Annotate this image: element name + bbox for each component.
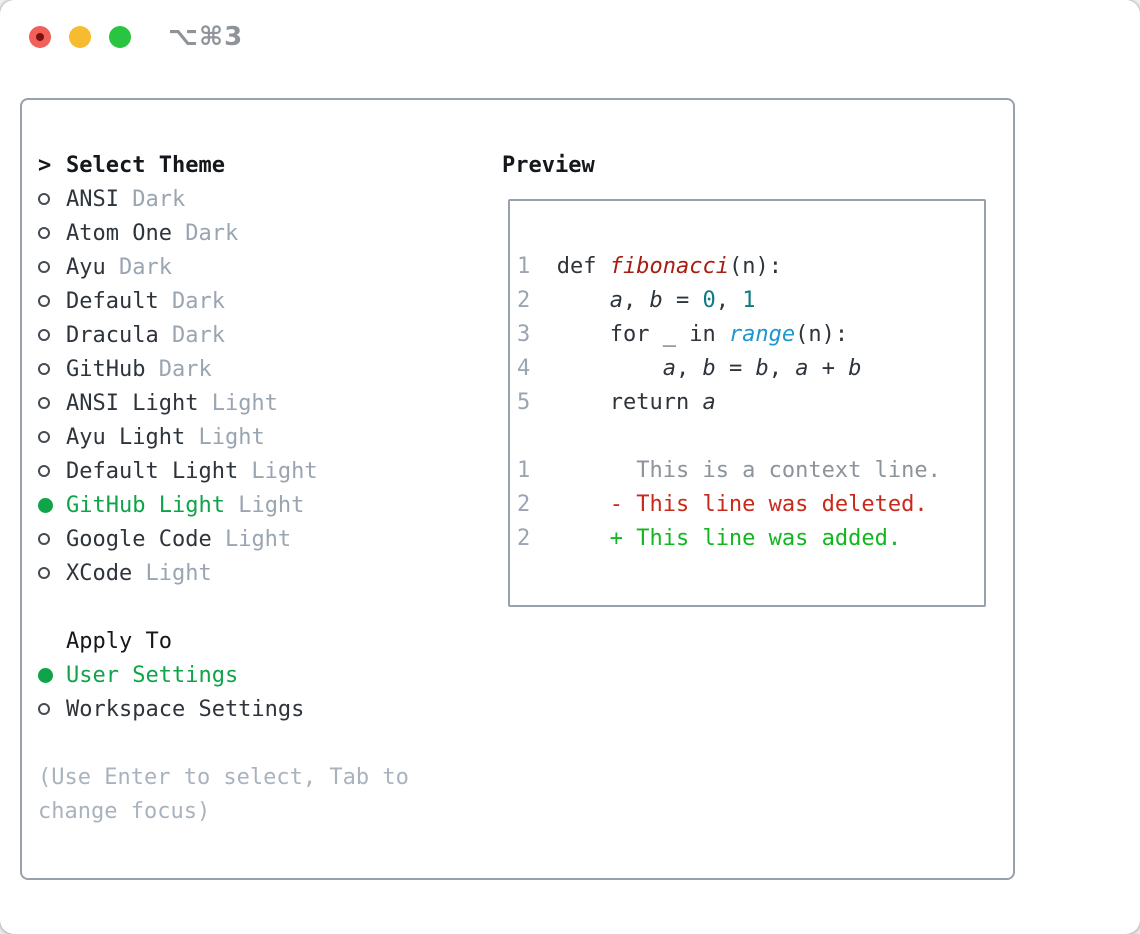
theme-option-ayu-light-light[interactable]: Ayu Light Light (38, 420, 498, 454)
theme-option-dracula-dark[interactable]: Dracula Dark (38, 318, 498, 352)
radio-icon (38, 533, 66, 545)
theme-variant-tag: Light (185, 424, 265, 450)
apply-option-user-settings[interactable]: User Settings (38, 658, 498, 692)
theme-option-ayu-dark[interactable]: Ayu Dark (38, 250, 498, 284)
option-label: User Settings (66, 662, 239, 688)
option-label: XCode (66, 560, 133, 586)
theme-option-atom-one-dark[interactable]: Atom One Dark (38, 216, 498, 250)
option-label: ANSI Light (66, 390, 199, 416)
help-line: (Use Enter to select, Tab to (38, 764, 409, 790)
theme-option-github-light-light[interactable]: GitHub Light Light (38, 488, 498, 522)
select-theme-header: > Select Theme (38, 148, 498, 182)
option-label: Ayu Light (66, 424, 186, 450)
radio-icon (38, 431, 66, 443)
apply-option-workspace-settings[interactable]: Workspace Settings (38, 692, 498, 726)
option-label: GitHub (66, 356, 146, 382)
theme-option-google-code-light[interactable]: Google Code Light (38, 522, 498, 556)
option-label: Workspace Settings (66, 696, 305, 722)
theme-option-ansi-light-light[interactable]: ANSI Light Light (38, 386, 498, 420)
option-label: ANSI (66, 186, 119, 212)
minimize-button[interactable] (69, 26, 91, 48)
option-label: Dracula (66, 322, 159, 348)
close-button[interactable] (29, 26, 51, 48)
option-label: Default (66, 288, 159, 314)
theme-option-ansi-dark[interactable]: ANSI Dark (38, 182, 498, 216)
radio-selected-icon (38, 667, 66, 683)
theme-variant-tag: Light (198, 390, 278, 416)
help-text: (Use Enter to select, Tab to change focus… (38, 760, 498, 828)
preview-code-line (517, 420, 984, 454)
preview-code-line: 1 This is a context line. (517, 458, 941, 483)
radio-icon (38, 295, 66, 307)
spacer-row (38, 726, 498, 760)
radio-icon (38, 329, 66, 341)
theme-variant-tag: Dark (171, 220, 239, 246)
option-label: Default Light (66, 458, 239, 484)
preview-code-line: 1 def fibonacci(n): (517, 254, 782, 279)
maximize-button[interactable] (109, 26, 131, 48)
radio-icon (38, 363, 66, 375)
theme-variant-tag: Dark (158, 288, 225, 314)
theme-option-github-dark[interactable]: GitHub Dark (38, 352, 498, 386)
theme-variant-tag: Light (238, 458, 318, 484)
preview-title: Preview (502, 152, 595, 178)
apply-to-title: Apply To (66, 628, 172, 654)
preview-code-line: 4 a, b = b, a + b (517, 356, 862, 381)
preview-code-line: 5 return a (517, 390, 716, 415)
theme-variant-tag: Light (211, 526, 292, 552)
preview-header: Preview (502, 148, 595, 182)
radio-icon (38, 193, 66, 205)
radio-icon (38, 261, 66, 273)
theme-variant-tag: Dark (145, 356, 212, 382)
theme-variant-tag: Light (132, 560, 212, 586)
option-label: GitHub Light (66, 492, 225, 518)
theme-option-default-dark[interactable]: Default Dark (38, 284, 498, 318)
help-line: change focus) (38, 798, 211, 824)
option-label: Ayu (66, 254, 106, 280)
theme-variant-tag: Light (224, 492, 305, 518)
theme-option-xcode-light[interactable]: XCode Light (38, 556, 498, 590)
preview-code-line: 2 + This line was added. (517, 526, 902, 551)
theme-variant-tag: Dark (158, 322, 225, 348)
radio-icon (38, 703, 66, 715)
radio-selected-icon (38, 497, 66, 513)
preview-panel: 1 def fibonacci(n): 2 a, b = 0, 1 3 for _ … (508, 199, 986, 607)
preview-code-line: 2 - This line was deleted. (517, 492, 928, 517)
window-title: ⌥⌘3 (168, 22, 244, 52)
spacer-row (38, 590, 498, 624)
theme-variant-tag: Dark (118, 186, 186, 212)
theme-variant-tag: Dark (105, 254, 172, 280)
radio-icon (38, 397, 66, 409)
option-label: Atom One (66, 220, 172, 246)
title-bar: ⌥⌘3 (0, 0, 1140, 74)
prompt-icon: > (38, 152, 52, 178)
theme-option-default-light-light[interactable]: Default Light Light (38, 454, 498, 488)
preview-code-line: 3 for _ in range(n): (517, 322, 849, 347)
radio-icon (38, 567, 66, 579)
apply-to-header: Apply To (38, 624, 498, 658)
select-theme-title: Select Theme (66, 152, 225, 178)
radio-icon (38, 227, 66, 239)
radio-icon (38, 465, 66, 477)
preview-code-line: 2 a, b = 0, 1 (517, 288, 756, 313)
option-label: Google Code (66, 526, 212, 552)
